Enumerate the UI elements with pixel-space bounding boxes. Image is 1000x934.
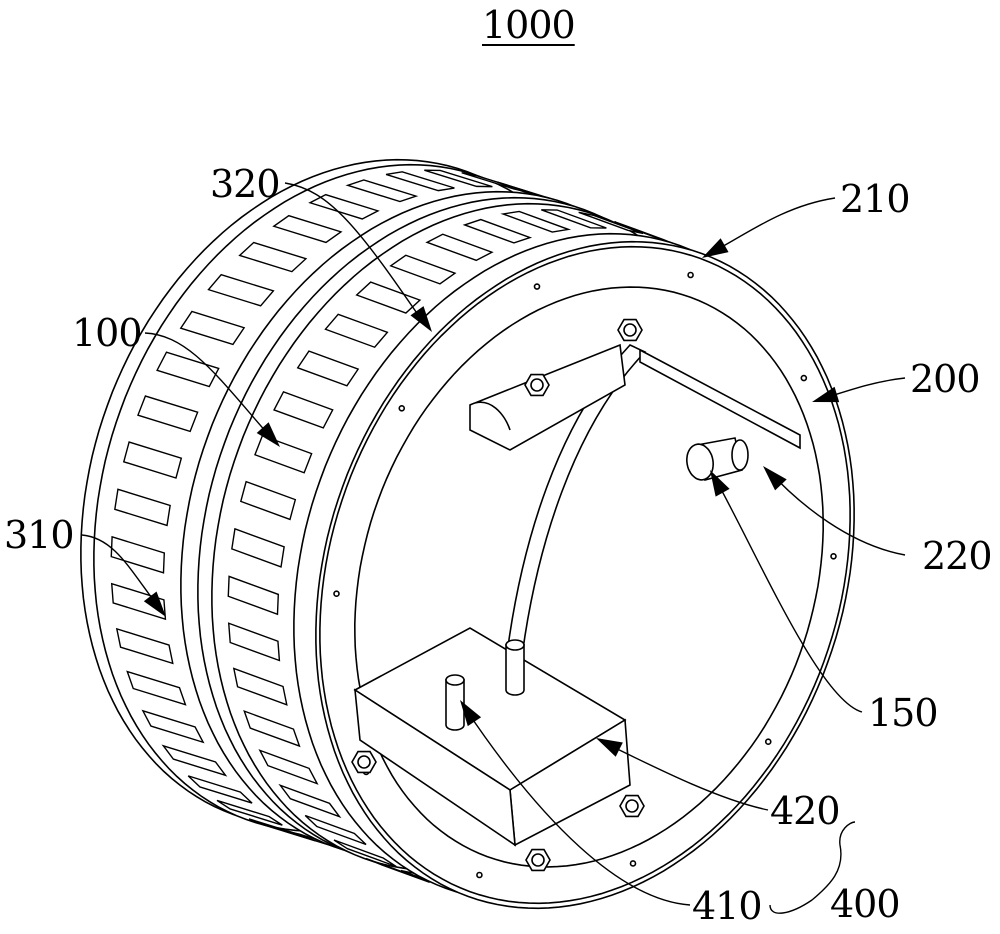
label-210: 210 — [840, 180, 910, 218]
label-200: 200 — [910, 360, 980, 398]
pin-410-top — [446, 675, 464, 685]
label-310: 310 — [4, 516, 74, 554]
label-410: 410 — [692, 887, 762, 925]
figure-title: 1000 — [482, 6, 575, 44]
bolt-head — [532, 854, 544, 866]
ring-hole — [688, 272, 693, 277]
label-320: 320 — [210, 165, 280, 203]
ring-hole — [334, 591, 339, 596]
label-420: 420 — [770, 792, 840, 830]
shaft-end-150 — [687, 444, 713, 480]
pin-post — [506, 645, 524, 695]
ring-hole — [801, 376, 806, 381]
ring-hole — [766, 739, 771, 744]
label-100: 100 — [72, 314, 142, 352]
label-150: 150 — [868, 694, 938, 732]
ring-hole — [831, 554, 836, 559]
pin-post-top — [506, 640, 524, 650]
label-400: 400 — [830, 885, 900, 923]
ring-hole — [534, 284, 539, 289]
ring-hole — [631, 861, 636, 866]
pin-410 — [446, 680, 464, 730]
bolt-head — [531, 379, 543, 391]
bolt-head — [358, 756, 370, 768]
shaft-collar-220 — [732, 440, 748, 470]
ring-hole — [477, 873, 482, 878]
bolt-head — [626, 800, 638, 812]
bolt-head — [624, 324, 636, 336]
leader-210 — [708, 198, 835, 255]
arrow-head — [702, 238, 729, 258]
ring-hole — [399, 406, 404, 411]
label-220: 220 — [922, 537, 992, 575]
